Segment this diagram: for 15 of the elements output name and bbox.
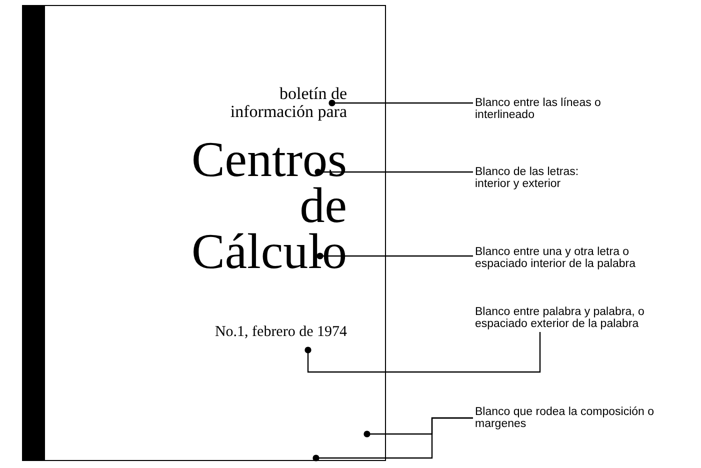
leader-line	[314, 168, 473, 176]
subtitle-text: boletín de información para	[229, 85, 347, 121]
leader-line	[312, 417, 473, 462]
leader-line	[316, 252, 473, 260]
leader-line	[328, 100, 473, 106]
issue-date: No.1, febrero de 1974	[214, 324, 347, 341]
callout-text: Blanco entre las líneas o interlineado	[475, 97, 605, 121]
callout-text: Blanco entre una y otra letra o espaciado interior de la palabra	[475, 246, 660, 270]
spine-band	[23, 6, 45, 460]
callout-text: Blanco de las letras: interior y exterior	[475, 166, 600, 190]
leader-line	[304, 332, 541, 373]
title-text: Centros de Cálculo	[190, 136, 347, 274]
callout-text: Blanco entre palabra y palabra, o espaciado exterior de la palabra	[475, 306, 665, 330]
callout-text: Blanco que rodea la composición o margenes	[475, 406, 655, 430]
cover-page	[22, 5, 386, 461]
